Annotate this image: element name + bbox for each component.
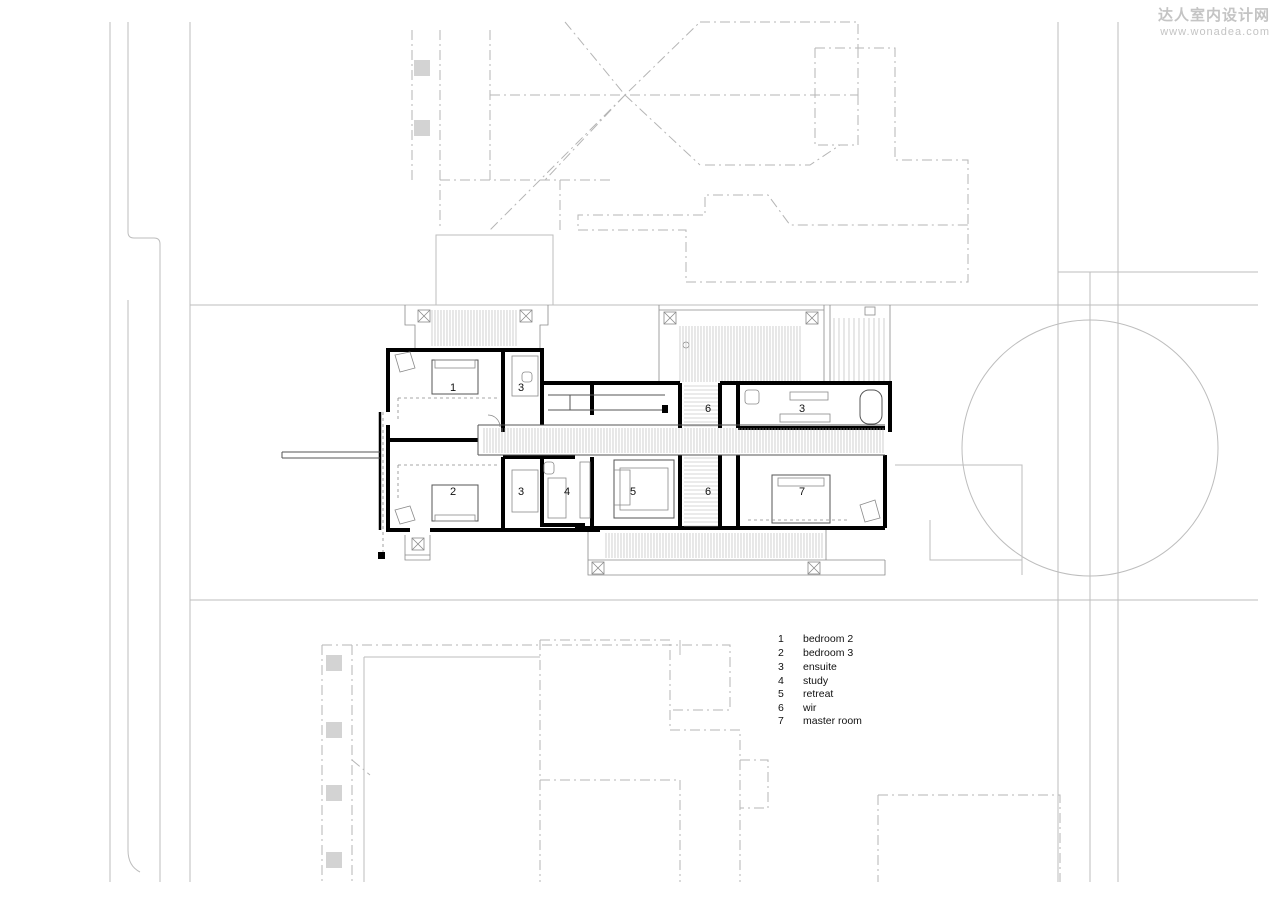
room-label-wir-2: 6 — [705, 486, 711, 498]
site-context-lines — [109, 22, 1258, 882]
legend-label: ensuite — [803, 661, 837, 673]
legend-label: retreat — [803, 688, 833, 700]
legend-label: wir — [802, 702, 817, 714]
furniture — [394, 351, 883, 525]
legend-number: 3 — [778, 661, 784, 673]
building-walls — [281, 348, 892, 559]
watermark-url: www.wonadea.com — [1160, 26, 1270, 38]
room-label-study: 4 — [564, 486, 570, 498]
legend-number: 2 — [778, 647, 784, 659]
room-label-bedroom-2: 1 — [450, 382, 456, 394]
room-label-master-room: 7 — [799, 486, 805, 498]
neighbour-house-south — [321, 639, 1061, 882]
room-label-bedroom-3: 2 — [450, 486, 456, 498]
watermark-name: 达人室内设计网 — [1157, 6, 1270, 24]
decks — [404, 305, 891, 576]
legend-number: 6 — [778, 702, 784, 714]
room-label-retreat: 5 — [630, 486, 636, 498]
legend-number: 1 — [778, 633, 784, 645]
legend-label: bedroom 2 — [803, 633, 853, 645]
room-labels: 1 3 2 3 4 5 6 6 3 7 — [450, 382, 805, 498]
legend-number: 7 — [778, 715, 784, 727]
legend-label: bedroom 3 — [803, 647, 853, 659]
legend-label: master room — [803, 715, 862, 727]
legend: 1 bedroom 2 2 bedroom 3 3 ensuite 4 stud… — [778, 633, 862, 727]
legend-number: 5 — [778, 688, 784, 700]
room-label-wir-1: 6 — [705, 403, 711, 415]
room-label-ensuite-2: 3 — [518, 486, 524, 498]
legend-label: study — [803, 675, 829, 687]
legend-number: 4 — [778, 675, 784, 687]
tree-canopy — [961, 319, 1219, 577]
neighbour-house-north — [411, 21, 969, 306]
watermark: 达人室内设计网 www.wonadea.com — [1158, 4, 1270, 38]
room-label-ensuite-1: 3 — [518, 382, 524, 394]
room-label-ensuite-master: 3 — [799, 403, 805, 415]
